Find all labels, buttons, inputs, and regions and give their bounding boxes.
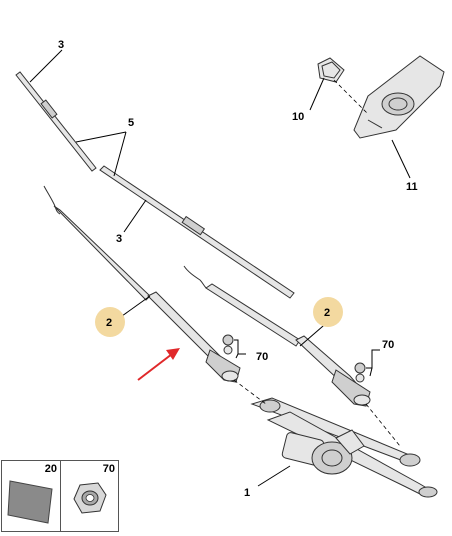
legend-ref-70: 70 bbox=[102, 463, 115, 475]
leader-70-left bbox=[234, 339, 246, 359]
dash-line-right bbox=[365, 403, 401, 447]
callout-3-upper: 3 bbox=[58, 39, 64, 51]
wiper-motor bbox=[281, 429, 365, 475]
callout-11: 11 bbox=[406, 181, 418, 193]
panel-11 bbox=[353, 55, 445, 139]
wiper-arm-left bbox=[43, 185, 241, 383]
leader-3-lower bbox=[123, 199, 147, 233]
leader-11 bbox=[391, 139, 411, 179]
legend-ref-20: 20 bbox=[44, 463, 57, 475]
callout-10: 10 bbox=[292, 111, 304, 123]
nut-icon bbox=[73, 482, 107, 514]
leader-3-upper bbox=[29, 49, 63, 83]
callout-3-lower: 3 bbox=[116, 233, 122, 245]
leader-10 bbox=[309, 77, 325, 111]
callout-5: 5 bbox=[128, 117, 134, 129]
cover-10 bbox=[317, 57, 345, 83]
callout-2-right-badge bbox=[313, 297, 343, 327]
red-arrow-icon bbox=[137, 348, 180, 381]
callout-1: 1 bbox=[244, 487, 250, 499]
leader-1 bbox=[257, 465, 291, 487]
callout-70-right: 70 bbox=[382, 339, 394, 351]
leader-5b bbox=[113, 131, 127, 177]
parts-legend: 20 70 bbox=[1, 460, 119, 532]
dash-line-cover bbox=[333, 79, 369, 115]
wiper-arm-right bbox=[183, 265, 371, 407]
callout-2-left-badge bbox=[95, 307, 125, 337]
wiper-blade-upper bbox=[15, 71, 97, 172]
leader-70-right bbox=[366, 349, 380, 377]
legend-cell-70: 70 bbox=[60, 461, 118, 531]
dash-line-left bbox=[233, 379, 267, 405]
callout-2-left: 2 bbox=[106, 317, 112, 329]
leader-5a bbox=[75, 131, 127, 143]
leader-2-left bbox=[121, 295, 151, 317]
nut-70-right bbox=[354, 362, 366, 383]
legend-cell-20: 20 bbox=[2, 461, 61, 531]
sticker-icon bbox=[7, 480, 53, 524]
wiper-blade-lower bbox=[99, 165, 295, 299]
callout-70-left: 70 bbox=[256, 351, 268, 363]
nut-70-left bbox=[222, 334, 234, 355]
callout-2-right: 2 bbox=[324, 307, 330, 319]
